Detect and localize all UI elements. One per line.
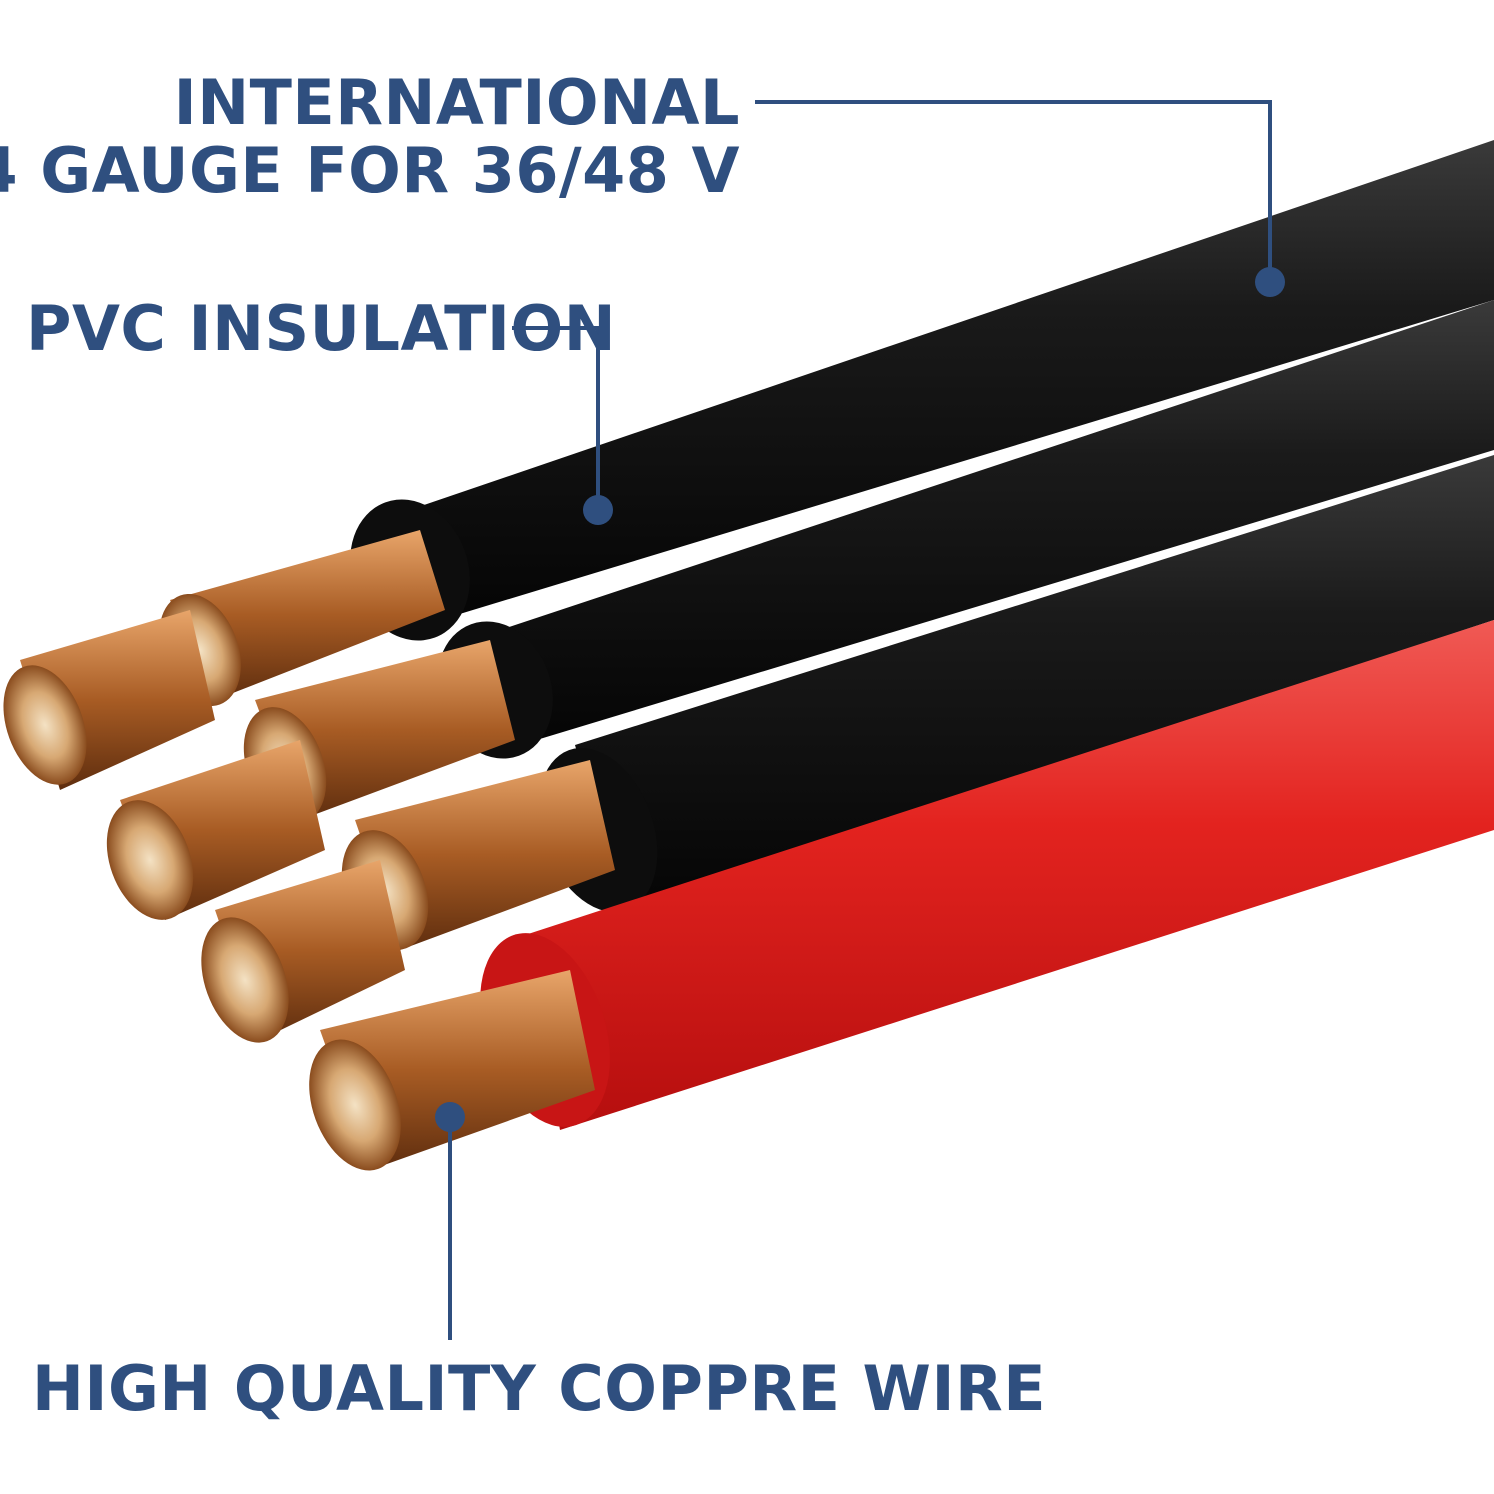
copper-label: HIGH QUALITY COPPRE WIRE: [32, 1352, 1047, 1425]
callout-gauge: [755, 100, 1272, 282]
callout-dot-copper: [435, 1102, 465, 1132]
callout-dot-insulation: [583, 495, 613, 525]
copper-strands: [3, 530, 615, 1171]
callout-insulation: [512, 326, 600, 510]
callout-dot-gauge: [1255, 267, 1285, 297]
gauge-label-line2: 4 GAUGE FOR 36/48 V: [0, 134, 740, 207]
insulation-label: PVC INSULATION: [26, 292, 617, 365]
gauge-label-line1: INTERNATIONAL: [173, 66, 740, 139]
